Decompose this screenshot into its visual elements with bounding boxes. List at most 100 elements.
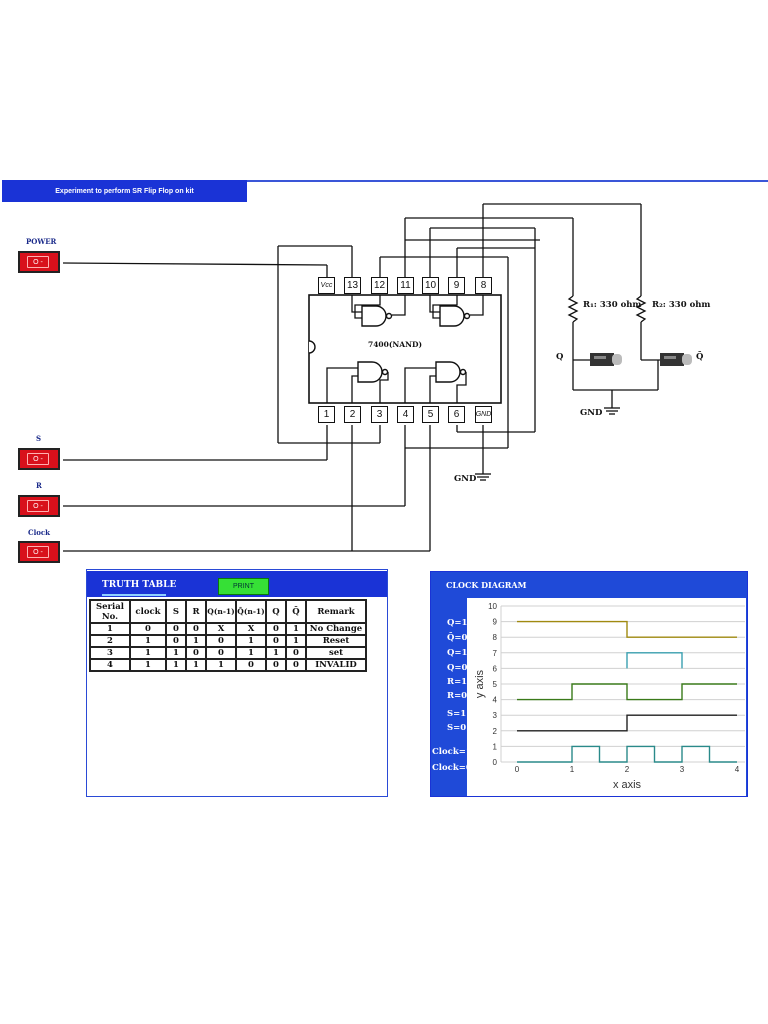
table-row: 2 1 0 1 0 1 0 1 Reset (91, 636, 365, 646)
ic-pin-4[interactable]: 4 (397, 406, 414, 423)
ic-pin-vcc[interactable]: Vcc (318, 277, 335, 294)
table-cell: 0 (167, 624, 185, 634)
y-tick-label: 7 (493, 649, 498, 658)
resistor-r2-label: R₂: 330 ohm (652, 300, 711, 310)
print-button[interactable]: PRINT (218, 578, 269, 595)
page-title: Experiment to perform SR Flip Flop on ki… (2, 180, 247, 202)
ic-pin-11[interactable]: 11 (397, 277, 414, 294)
ic-pin-13[interactable]: 13 (344, 277, 361, 294)
led-q-label: Q (556, 352, 564, 362)
col-q: Q (267, 601, 285, 622)
led-qbar (660, 351, 694, 368)
y-axis-title: y axis (474, 669, 486, 698)
ic-pin-10[interactable]: 10 (422, 277, 439, 294)
table-row: 3 1 1 0 0 1 1 0 set (91, 648, 365, 658)
gnd-label-output: GND (580, 408, 603, 418)
signal-label: S=1 (447, 709, 467, 719)
ic-name: 7400(NAND) (368, 340, 423, 349)
gnd-label-ic: GND (454, 474, 477, 484)
x-tick-label: 2 (625, 765, 630, 774)
table-cell: 1 (287, 636, 305, 646)
signal-label: R=0 (447, 691, 468, 701)
r-label: R (36, 481, 42, 490)
clock-label: Clock (28, 528, 51, 537)
truth-table-title: TRUTH TABLE (102, 580, 177, 590)
series-line-4 (517, 620, 737, 638)
y-tick-label: 1 (493, 742, 498, 751)
r-switch[interactable]: O - (18, 495, 60, 517)
y-tick-label: 6 (493, 664, 498, 673)
table-cell: 1 (187, 636, 205, 646)
led-qbar-label: Q̄ (696, 352, 704, 362)
table-cell: 4 (91, 660, 129, 670)
signal-label-clip: Clock=0 (432, 755, 467, 774)
ic-pin-gnd[interactable]: GND (475, 406, 492, 423)
table-cell: 1 (131, 660, 165, 670)
series-line-1 (517, 714, 737, 732)
led-q-body (590, 353, 622, 366)
table-cell: No Change (307, 624, 365, 634)
y-tick-label: 2 (493, 727, 498, 736)
ic-pin-6[interactable]: 6 (448, 406, 465, 423)
col-clock: clock (131, 601, 165, 622)
ic-pin-8[interactable]: 8 (475, 277, 492, 294)
table-cell: X (237, 624, 265, 634)
series-line-0 (517, 745, 737, 763)
col-qbar: Q̄ (287, 601, 305, 622)
col-serial: Serial No. (91, 601, 129, 622)
col-r: R (187, 601, 205, 622)
ic-pin-1[interactable]: 1 (318, 406, 335, 423)
power-label: POWER (26, 237, 57, 246)
table-cell: 0 (287, 660, 305, 670)
table-cell: 1 (131, 636, 165, 646)
table-cell: 0 (267, 660, 285, 670)
signal-label: Q=0 (447, 663, 468, 673)
table-cell: set (307, 648, 365, 658)
clock-switch[interactable]: O - (18, 541, 60, 563)
ic-pin-9[interactable]: 9 (448, 277, 465, 294)
table-cell: 0 (167, 636, 185, 646)
clock-diagram-title: CLOCK DIAGRAM (446, 580, 527, 590)
table-cell: 1 (167, 660, 185, 670)
table-cell: 1 (237, 636, 265, 646)
ic-pin-3[interactable]: 3 (371, 406, 388, 423)
table-row: 1 0 0 0 X X 0 1 No Change (91, 624, 365, 634)
ic-pin-5[interactable]: 5 (422, 406, 439, 423)
table-cell: 1 (237, 648, 265, 658)
s-switch[interactable]: O - (18, 448, 60, 470)
col-s: S (167, 601, 185, 622)
col-remark: Remark (307, 601, 365, 622)
signal-label: Q=1 (447, 648, 468, 658)
table-cell: 1 (207, 660, 235, 670)
table-cell: 0 (207, 636, 235, 646)
table-cell: 0 (267, 624, 285, 634)
table-cell: Reset (307, 636, 365, 646)
y-tick-label: 8 (493, 633, 498, 642)
power-switch[interactable]: O - (18, 251, 60, 273)
x-tick-label: 4 (735, 765, 740, 774)
led-qbar-body (660, 353, 692, 366)
ic-pin-12[interactable]: 12 (371, 277, 388, 294)
signal-label: R=1 (447, 677, 468, 687)
x-tick-label: 0 (515, 765, 520, 774)
x-tick-label: 1 (570, 765, 575, 774)
led-q (590, 351, 624, 368)
table-cell: 1 (287, 624, 305, 634)
table-cell: X (207, 624, 235, 634)
r-switch-face: O - (27, 500, 49, 512)
table-cell: 3 (91, 648, 129, 658)
table-cell: 0 (131, 624, 165, 634)
col-qn1: Q(n-1) (207, 601, 235, 622)
table-cell: 2 (91, 636, 129, 646)
y-tick-label: 4 (493, 696, 498, 705)
power-switch-face: O - (27, 256, 49, 268)
signal-label: Clock=0 (432, 763, 467, 773)
truth-table: Serial No. clock S R Q(n-1) Q̄(n-1) Q Q̄… (89, 599, 367, 672)
x-tick-label: 3 (680, 765, 685, 774)
y-tick-label: 0 (493, 758, 498, 767)
signal-label: Q=1 (447, 618, 468, 628)
table-cell: 1 (267, 648, 285, 658)
ic-pin-2[interactable]: 2 (344, 406, 361, 423)
